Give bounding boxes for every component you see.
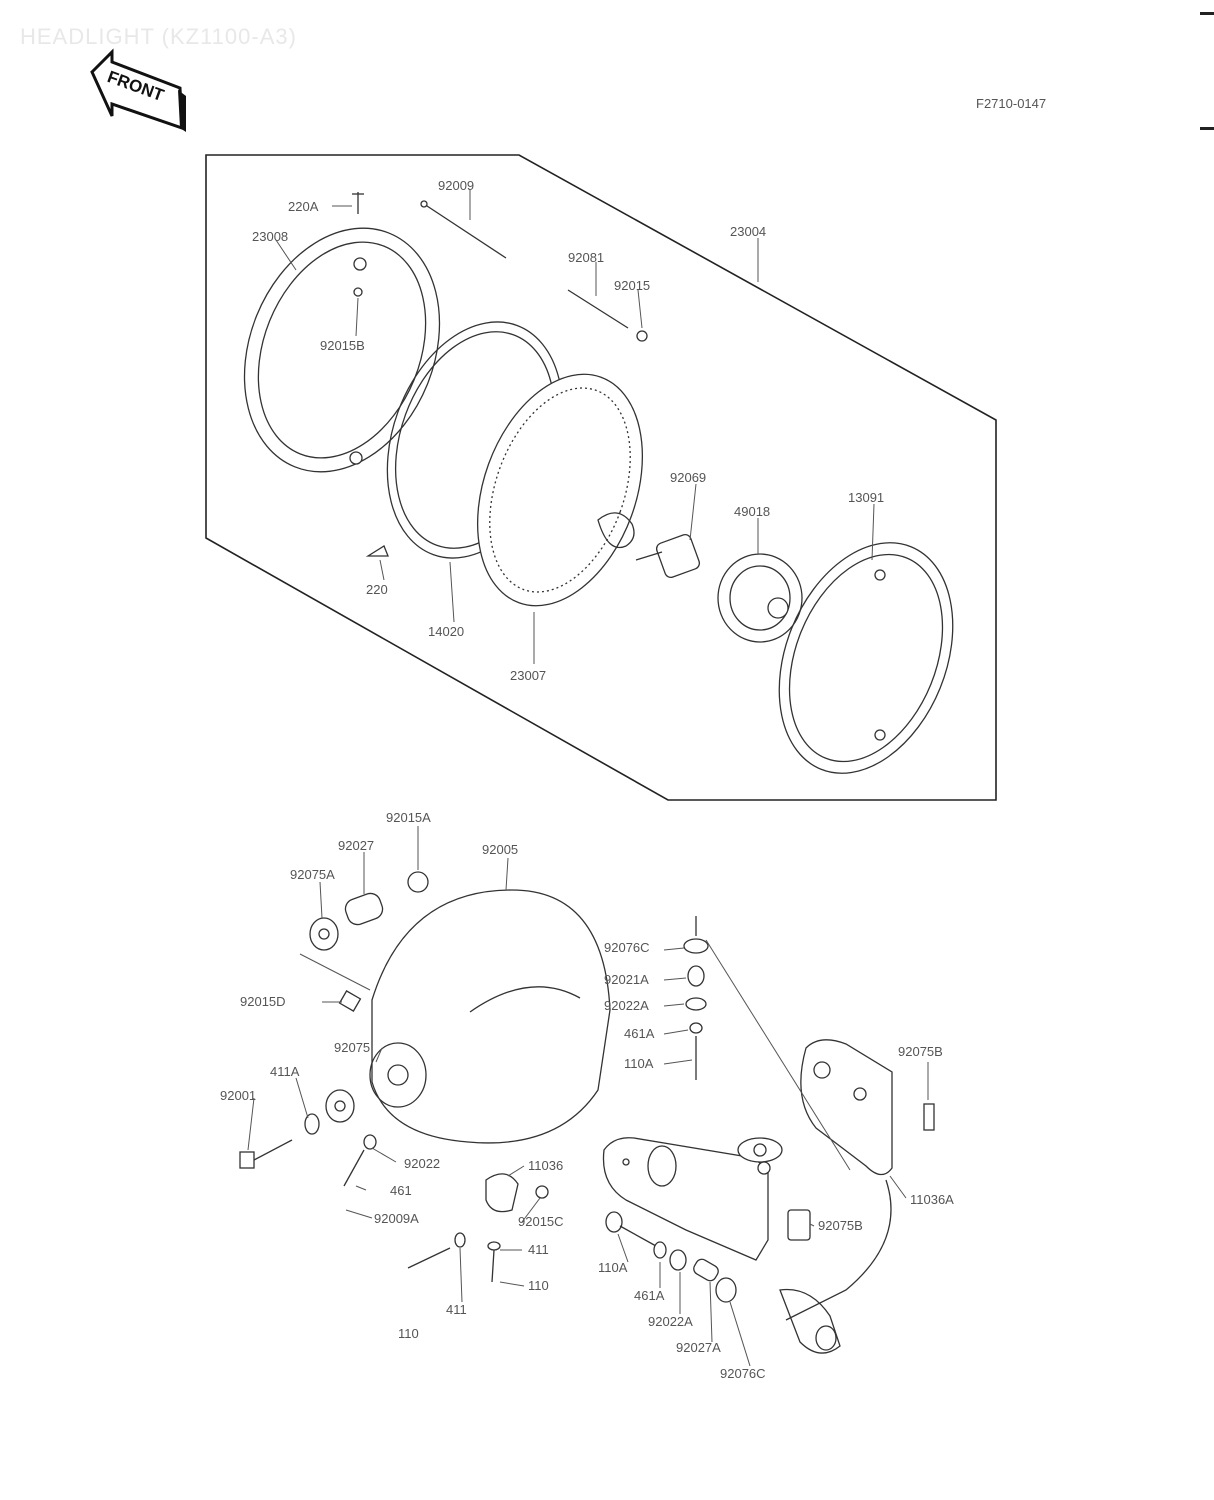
label-11036: 11036 [528,1158,563,1173]
label-411-mid: 411 [528,1242,549,1257]
label-49018: 49018 [734,504,770,519]
label-92015d: 92015D [240,994,286,1009]
nut-92015b [353,287,363,297]
label-92076c-low: 92076C [720,1366,766,1381]
screw-92009 [420,200,507,259]
label-13091: 13091 [848,490,884,505]
label-92021a: 92021A [604,972,649,987]
label-92001: 92001 [220,1088,256,1103]
label-92022a-top: 92022A [604,998,649,1013]
label-14020: 14020 [428,624,464,639]
label-92015b: 92015B [320,338,365,353]
label-23008: 23008 [252,229,288,244]
screw-92081 [567,289,648,342]
label-23004: 23004 [730,224,766,239]
label-461a-low: 461A [634,1288,665,1303]
edge-mark-bottom [1200,127,1214,130]
label-92022a-low: 92022A [648,1314,693,1329]
label-92075b-mid: 92075B [818,1218,863,1233]
label-92015: 92015 [614,278,650,293]
rubber-92075b-right [923,1103,935,1131]
label-92027: 92027 [338,838,374,853]
reference-code: F2710-0147 [976,96,1047,111]
label-92009: 92009 [438,178,474,193]
upper-leader-lines [275,190,875,664]
part-labels: 220A 23008 92009 23004 92081 92015 92015… [220,178,954,1381]
label-461a-top: 461A [624,1026,655,1041]
bulb-socket-92069 [635,533,701,579]
label-92075b-right: 92075B [898,1044,943,1059]
label-92075: 92075 [334,1040,370,1055]
label-411a-left: 411A [270,1064,300,1079]
label-220: 220 [366,582,388,597]
screw-220a [352,192,364,214]
label-110a-low: 110A [598,1260,628,1275]
bolt-110a-stack-low [605,1211,737,1303]
label-110a-top: 110A [624,1056,654,1071]
label-23007: 23007 [510,668,546,683]
clip-220 [365,545,389,557]
label-92009a: 92009A [374,1211,419,1226]
label-110-low: 110 [398,1326,419,1341]
label-92027a: 92027A [676,1340,721,1355]
label-92076c-top: 92076C [604,940,650,955]
dust-cover-49018 [717,553,803,643]
headlight-housing [369,889,611,1144]
label-92069: 92069 [670,470,706,485]
sealed-beam-unit [476,373,644,607]
label-92015a: 92015A [386,810,431,825]
nut-92015a [407,871,429,893]
collar-92027 [344,892,384,926]
label-92022: 92022 [404,1156,440,1171]
label-92005: 92005 [482,842,518,857]
bolt-110a-stack-top [683,916,709,1080]
mounting-ring-13091 [778,542,954,774]
bolt-110-stack [407,1173,549,1283]
bracket-11036 [602,1137,783,1261]
bush-92075a [309,917,339,951]
lower-leader-lines [247,826,929,1367]
label-461: 461 [390,1183,412,1198]
label-92015c: 92015C [518,1214,564,1229]
label-110-mid: 110 [528,1278,549,1293]
label-411-low: 411 [446,1302,467,1317]
page-title: HEADLIGHT (KZ1100-A3) [20,24,297,49]
label-92081: 92081 [568,250,604,265]
nut-92015d [338,990,362,1012]
bracket-11036a [779,1039,893,1354]
bolt-92001-stack [239,1089,377,1187]
upper-assembly-frame [205,154,997,801]
label-220a: 220A [288,199,319,214]
front-arrow-badge: FRONT [90,48,186,132]
edge-mark-top [1200,12,1214,15]
label-92075a: 92075A [290,867,335,882]
rubber-pad-92075b [787,1209,811,1241]
label-11036a: 11036A [910,1192,954,1207]
